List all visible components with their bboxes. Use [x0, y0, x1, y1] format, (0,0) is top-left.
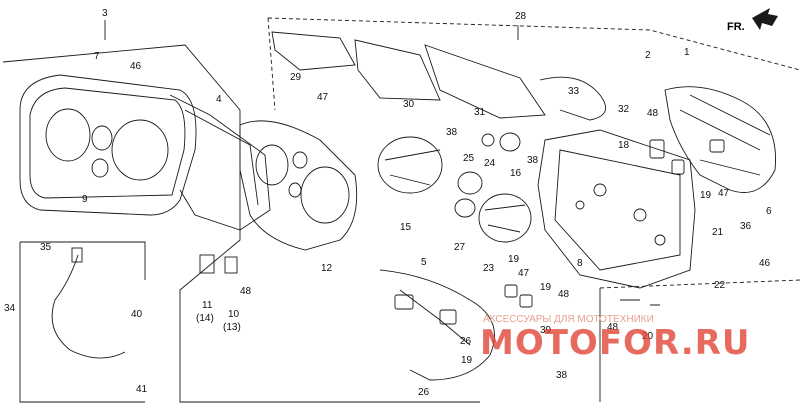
part-number-21: 21 [712, 227, 724, 238]
part-number-20: 20 [642, 331, 654, 342]
part-number-25: 25 [463, 153, 475, 164]
frame-top-dashed [267, 17, 800, 71]
part-number-45b: 47 [718, 188, 730, 199]
part-number-30: 30 [403, 99, 415, 110]
part-number-48: 48 [607, 322, 619, 333]
part-number-24: 24 [484, 158, 496, 169]
part-number-31: 31 [474, 107, 486, 118]
visor-4 [169, 94, 271, 231]
front-arrow-icon [752, 8, 778, 30]
part-number-35: 35 [40, 242, 52, 253]
speedo-cable [51, 254, 126, 359]
direction-label: FR. [727, 21, 745, 33]
part-number-8: 8 [577, 258, 583, 269]
gauge-15 [377, 136, 443, 194]
part-number-32: 32 [618, 104, 630, 115]
part-number-29: 29 [290, 72, 302, 83]
part-number-13: (13) [223, 322, 241, 333]
part-number-39: 39 [540, 325, 552, 336]
part-number-16: 16 [510, 168, 522, 179]
part-number-19: 19 [540, 282, 552, 293]
part-number-37a: 38 [446, 127, 458, 138]
frame-left [2, 44, 480, 403]
part-number-38: 38 [556, 370, 568, 381]
harness-6 [664, 86, 776, 193]
part-number-17: 18 [618, 140, 630, 151]
part-number-40: 40 [131, 309, 143, 320]
bar-29 [271, 31, 356, 71]
part-number-28: 28 [515, 11, 527, 22]
watermark-brand-logo: MOTOFOR.RU [480, 323, 751, 363]
part-number-1: 1 [684, 47, 690, 58]
harness-33 [539, 76, 607, 121]
part-number-12: 12 [321, 263, 333, 274]
part-number-5: 5 [421, 257, 427, 268]
part-number-37b: 38 [527, 155, 539, 166]
part-number-45a: 47 [518, 268, 530, 279]
part-number-36: 36 [740, 221, 752, 232]
part-number-18c: 19 [461, 355, 473, 366]
part-number-43: 47 [317, 92, 329, 103]
part-number-22: 22 [714, 280, 726, 291]
part-number-2: 2 [645, 50, 651, 61]
part-number-9: 9 [82, 194, 88, 205]
part-number-42a: 46 [130, 61, 142, 72]
part-number-27: 27 [454, 242, 466, 253]
part-number-4: 4 [216, 94, 222, 105]
part-number-6: 6 [766, 206, 772, 217]
part-number-42b: 46 [759, 258, 771, 269]
part-number-18a: 19 [508, 254, 520, 265]
part-number-26b: 26 [418, 387, 430, 398]
part-number-14: (14) [196, 313, 214, 324]
part-number-11: 11 [202, 300, 213, 311]
harness-5 [379, 269, 495, 381]
part-number-15: 15 [400, 222, 412, 233]
gauge-23 [478, 193, 532, 243]
part-number-3: 3 [102, 8, 108, 19]
housing-7 [19, 74, 197, 216]
part-number-34: 34 [4, 303, 16, 314]
bar-30 [354, 39, 441, 101]
part-number-26a: 26 [460, 336, 472, 347]
part-number-46: 48 [558, 289, 570, 300]
part-number-41: 41 [136, 384, 148, 395]
part-number-7: 7 [94, 51, 100, 62]
part-number-44a: 48 [647, 108, 659, 119]
part-number-23: 23 [483, 263, 495, 274]
meter-case-8 [537, 129, 696, 289]
watermark-tagline: АКСЕССУАРЫ ДЛЯ МОТОТЕХНИКИ [483, 314, 654, 325]
bar-31 [424, 44, 546, 119]
part-number-10: 10 [228, 309, 240, 320]
part-number-33: 33 [568, 86, 580, 97]
part-number-44b: 48 [240, 286, 252, 297]
faceplate-12 [239, 120, 358, 251]
part-number-18b: 19 [700, 190, 712, 201]
